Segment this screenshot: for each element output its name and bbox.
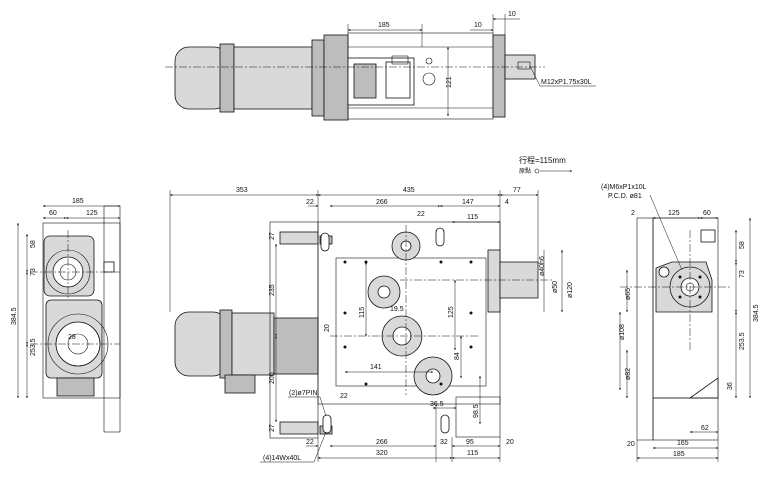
right-dim-384-5: 384.5 xyxy=(753,304,760,322)
top-dim-121: 121 xyxy=(446,76,453,88)
top-motor-flange xyxy=(219,43,235,113)
front-dim-27-top: 27 xyxy=(269,232,276,240)
left-dim-73: 73 xyxy=(30,268,37,276)
front-dim-98-5: 98.5 xyxy=(473,404,480,418)
front-pin-note: (2)ø7PIN xyxy=(289,390,317,397)
front-dim-141: 141 xyxy=(370,364,382,371)
front-dim-77: 77 xyxy=(513,187,521,194)
front-dim-115-vert: 115 xyxy=(359,307,366,318)
front-upper-bracket xyxy=(279,231,319,245)
stroke-origin-label: 原點 xyxy=(519,167,531,175)
left-view: 185 60 125 58 73 28 384.5 253.5 xyxy=(11,198,121,433)
top-front-flange xyxy=(492,34,506,118)
front-view: 353 435 77 22 266 147 4 22 115 27 235 20… xyxy=(169,187,574,463)
right-view: (4)M6xP1x10L P.C.D. ø81 2 125 60 58 73 3… xyxy=(601,184,760,462)
front-motor-body xyxy=(231,312,275,376)
front-dim-84: 84 xyxy=(454,352,461,360)
right-dim-phi65: ø65 xyxy=(625,288,632,300)
right-dim-36: 36 xyxy=(727,382,734,390)
top-dim-185: 185 xyxy=(378,22,390,29)
top-thread-note: M12xP1.75x30L xyxy=(541,79,592,86)
top-terminal-strip xyxy=(353,63,377,99)
front-dim-19-5: 19.5 xyxy=(390,306,404,313)
front-motor-flange xyxy=(219,309,233,379)
front-dim-22-pin: 22 xyxy=(340,393,348,400)
left-dim-253-5: 253.5 xyxy=(30,338,37,356)
front-dim-125-vert: 125 xyxy=(448,306,455,318)
front-dim-147: 147 xyxy=(462,199,474,206)
front-dim-115-bottom: 115 xyxy=(467,450,478,457)
front-right-flange xyxy=(487,249,501,313)
front-dim-353: 353 xyxy=(236,187,248,194)
front-dim-phi120: ø120 xyxy=(567,282,574,298)
front-dim-4: 4 xyxy=(505,199,509,206)
top-adapter xyxy=(323,34,349,121)
right-dim-125: 125 xyxy=(668,210,680,217)
front-dim-235: 235 xyxy=(269,284,276,296)
left-dim-384-5: 384.5 xyxy=(11,307,18,325)
top-terminal-cover xyxy=(385,61,411,99)
front-dim-27-bottom: 27 xyxy=(269,424,276,432)
left-dim-185: 185 xyxy=(72,198,84,205)
stroke-label: 行程=115mm xyxy=(519,155,566,165)
right-dim-73: 73 xyxy=(739,270,746,278)
front-dim-266-bottom: 266 xyxy=(376,439,388,446)
front-motor-adapter xyxy=(273,317,319,375)
right-dim-185: 185 xyxy=(673,451,685,458)
front-dim-95: 95 xyxy=(466,439,474,446)
right-dim-60: 60 xyxy=(703,210,711,217)
right-dim-58: 58 xyxy=(739,241,746,249)
left-dim-58: 58 xyxy=(30,240,37,248)
front-dim-36-5: 36.5 xyxy=(430,401,444,408)
front-left-plate xyxy=(269,221,319,439)
left-dim-28: 28 xyxy=(68,334,76,341)
right-dim-phi108: ø108 xyxy=(619,324,626,340)
front-dim-22-top: 22 xyxy=(306,199,314,206)
front-bolt-note: (4)14Wx40L xyxy=(263,455,301,462)
front-dim-320: 320 xyxy=(376,450,388,457)
front-dim-phi40h6: ø40h6 xyxy=(539,256,546,276)
front-dim-115-top: 115 xyxy=(467,214,478,221)
top-motor-body xyxy=(233,46,313,110)
top-dim-10b: 10 xyxy=(508,11,516,18)
right-tap-note: (4)M6xP1x10L xyxy=(601,184,647,191)
front-dim-266-top: 266 xyxy=(376,199,388,206)
right-flange-plate xyxy=(636,217,654,441)
front-right-foot xyxy=(455,396,501,438)
top-port-hole xyxy=(422,72,436,86)
front-dim-22-bottom: 22 xyxy=(306,439,314,446)
top-motor-ring xyxy=(311,39,325,117)
left-dim-125: 125 xyxy=(86,210,98,217)
left-dim-60: 60 xyxy=(49,210,57,217)
top-dim-10a: 10 xyxy=(474,22,482,29)
front-motor-foot xyxy=(224,374,256,394)
front-lower-bracket xyxy=(279,421,319,435)
top-view: 185 10 10 121 M12xP1.75x30L xyxy=(165,11,596,121)
right-dim-62: 62 xyxy=(701,425,709,432)
front-dim-22-mid: 22 xyxy=(417,211,425,218)
front-dim-phi50: ø50 xyxy=(552,281,559,293)
right-pcd-note: P.C.D. ø81 xyxy=(608,193,642,200)
front-dim-20-left: 20 xyxy=(324,324,331,332)
front-dim-200: 200 xyxy=(269,372,276,384)
front-dim-435: 435 xyxy=(403,187,415,194)
front-dim-20-bottom: 20 xyxy=(506,439,514,446)
stroke-note: 行程=115mm 原點 xyxy=(519,155,573,175)
right-dim-phi82: ø82 xyxy=(625,368,632,380)
right-dim-253-5: 253.5 xyxy=(739,332,746,350)
right-dim-20: 20 xyxy=(627,441,635,448)
front-dim-32: 32 xyxy=(440,439,448,446)
left-base-block xyxy=(56,377,95,397)
right-dim-165: 165 xyxy=(677,440,689,447)
right-dim-2: 2 xyxy=(631,210,635,217)
front-motor-housing xyxy=(174,311,228,377)
